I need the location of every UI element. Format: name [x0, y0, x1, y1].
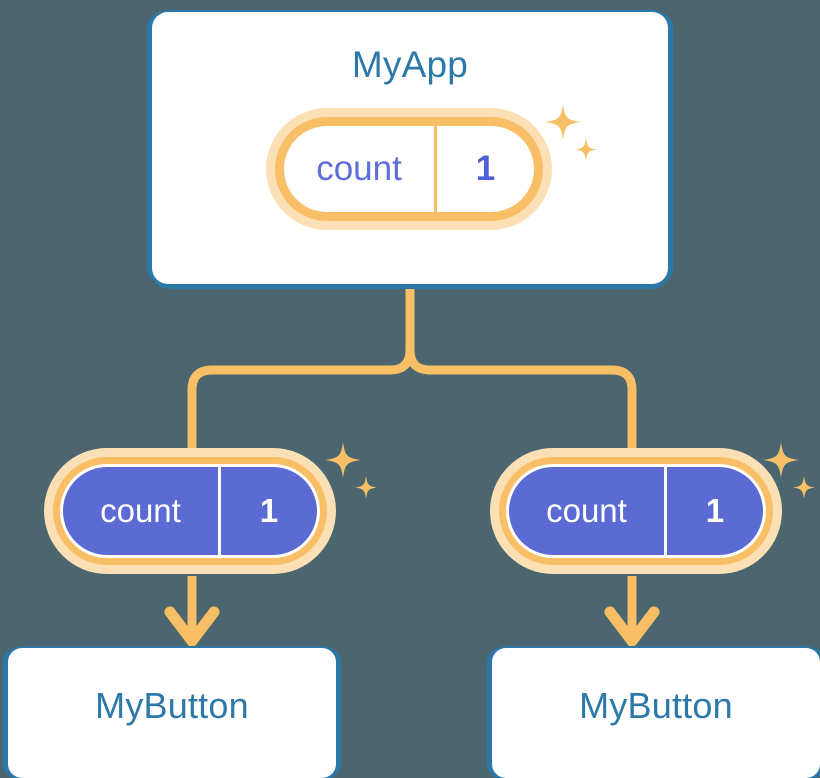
page-title: MyApp	[351, 44, 469, 85]
pill-body: count 1	[60, 464, 320, 558]
branch-connector-icon	[187, 284, 637, 452]
state-value-label: 1	[663, 467, 763, 555]
state-key-label: count	[546, 492, 627, 529]
state-value-label: 1	[217, 467, 317, 555]
state-value-label: 1	[434, 126, 534, 212]
arrow-down-icon	[604, 576, 660, 647]
sparkle-small-icon	[793, 476, 815, 499]
state-pill-left[interactable]: count 1	[44, 448, 336, 574]
state-key-label: count	[316, 149, 402, 188]
mybutton-component-card-right[interactable]: MyButton	[492, 648, 820, 778]
sparkle-small-icon	[355, 476, 377, 499]
state-pill-right[interactable]: count 1	[490, 448, 782, 574]
state-pill-myapp[interactable]: count 1	[266, 108, 552, 230]
pill-body: count 1	[506, 464, 766, 558]
mybutton-title-left: MyButton	[95, 685, 249, 726]
state-key-label: count	[100, 492, 181, 529]
mybutton-component-card-left[interactable]: MyButton	[8, 648, 336, 778]
arrow-down-icon	[164, 576, 220, 647]
pill-body: count 1	[284, 126, 534, 212]
mybutton-title-right: MyButton	[579, 685, 733, 726]
